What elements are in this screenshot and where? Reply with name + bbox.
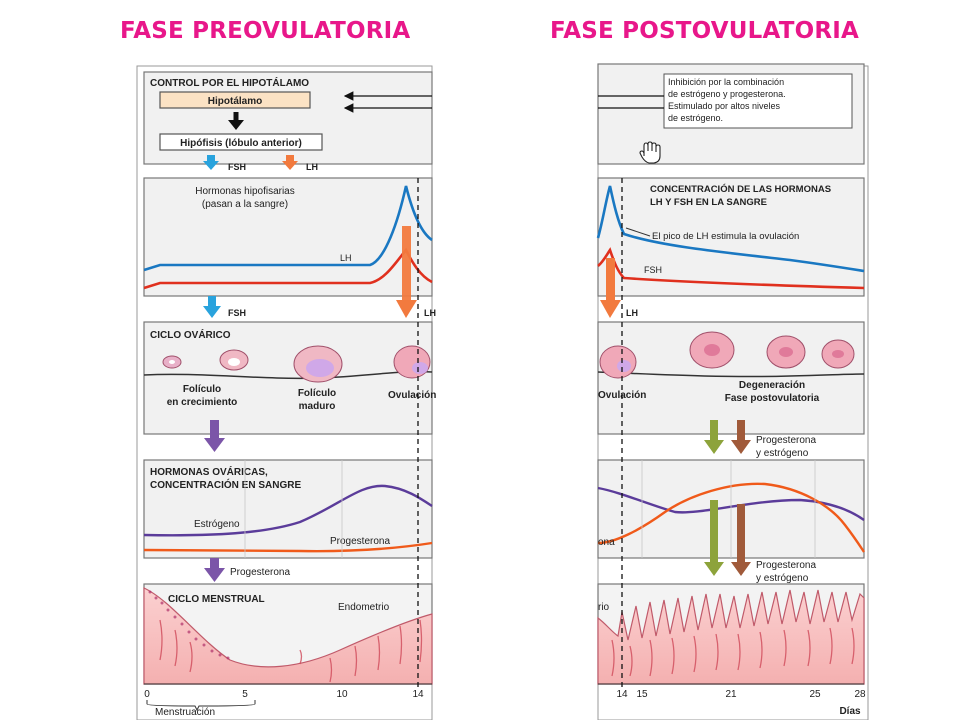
ovarian-cycle-heading: CICLO OVÁRICO — [150, 328, 231, 341]
growing-follicle-label-2: en crecimiento — [167, 397, 238, 408]
ovarian-hormones-heading-2: CONCENTRACIÓN EN SANGRE — [150, 478, 301, 491]
lh-peak-note: El pico de LH estimula la ovulación — [652, 231, 799, 242]
fsh-curve-left — [143, 185, 433, 272]
concentration-heading-1: CONCENTRACIÓN DE LAS HORMONAS — [650, 183, 831, 195]
progesterone-arrow-label: Progesterona — [230, 567, 290, 578]
fsh-curve-right — [596, 185, 865, 273]
lh-curve-right — [597, 247, 865, 290]
endometrium-right — [597, 589, 865, 685]
menstrual-section-right: rio — [597, 583, 865, 685]
brown-arrow-lower-icon — [731, 504, 751, 576]
progesterone-down-arrow-icon — [204, 558, 225, 582]
control-section-left: CONTROL POR EL HIPOTÁLAMO Hipotálamo Hip… — [143, 71, 433, 172]
mature-follicle-label-1: Folículo — [298, 388, 336, 399]
lh-down-arrow-right-icon — [600, 300, 621, 318]
hand-cursor-icon — [639, 141, 661, 164]
progesterone-curve-left — [143, 541, 433, 553]
progesterone-label: Progesterona — [330, 536, 390, 547]
lh-label-top: LH — [306, 162, 318, 172]
fsh-right-label: FSH — [644, 265, 662, 275]
tick-0: 0 — [144, 689, 150, 700]
ovarian-hormones-arrow-label-2: y estrógeno — [756, 573, 809, 584]
inhibition-text-2: de estrógeno y progesterona. — [668, 89, 786, 99]
progesterone-curve-right — [597, 482, 865, 553]
progesterone-fragment-right: ona — [598, 537, 615, 548]
menstrual-heading: CICLO MENSTRUAL — [168, 594, 265, 605]
title-postovulatory: FASE POSTOVULATORIA — [550, 18, 860, 44]
tick-14-left: 14 — [412, 689, 424, 700]
estrogen-label: Estrógeno — [194, 519, 240, 530]
degeneration-label-1: Degeneración — [739, 380, 805, 391]
olive-arrow-icon — [704, 420, 724, 454]
mature-follicle-label-2: maduro — [299, 401, 336, 412]
down-arrow-icon — [228, 120, 244, 130]
ovulating-follicle-right-icon — [599, 345, 637, 379]
ovarian-hormones-heading-1: HORMONAS OVÁRICAS, — [150, 465, 268, 478]
lh-below-label-left: LH — [424, 308, 436, 318]
ovarian-arrow-label-2: y estrógeno — [756, 448, 809, 459]
ovarian-down-arrow-icon — [204, 420, 225, 452]
fsh-down-arrow-icon — [203, 296, 221, 318]
tick-21: 21 — [725, 689, 737, 700]
tick-28: 28 — [854, 689, 866, 700]
ovarian-cycle-section-left: CICLO OVÁRICO Folículo en crecimiento Fo… — [143, 321, 436, 452]
menstrual-section-left: CICLO MENSTRUAL Endometrio — [143, 583, 433, 685]
control-section-right: Inhibición por la combinación de estróge… — [597, 63, 865, 165]
days-axis-left: 0 5 10 14 Menstruación — [144, 683, 432, 718]
lh-arrow-icon — [282, 155, 298, 170]
pituitary-hormones-section-left: Hormonas hipofisarias (pasan a la sangre… — [143, 177, 436, 318]
lh-curve-label: LH — [340, 253, 352, 263]
ovarian-arrow-label-1: Progesterona — [756, 435, 816, 446]
estrogen-curve-left — [143, 484, 433, 537]
ovarian-hormones-section-left: HORMONAS OVÁRICAS, CONCENTRACIÓN EN SANG… — [143, 459, 433, 582]
title-preovulatory: FASE PREOVULATORIA — [120, 18, 411, 44]
days-label: Días — [839, 706, 861, 717]
pituitary-hormones-section-right: CONCENTRACIÓN DE LAS HORMONAS LH Y FSH E… — [596, 177, 865, 318]
tick-5: 5 — [242, 689, 248, 700]
ovarian-hormones-arrow-label-1: Progesterona — [756, 560, 816, 571]
tick-10: 10 — [336, 689, 348, 700]
endometrium-left — [143, 587, 433, 685]
pituitary-label: Hipófisis (lóbulo anterior) — [180, 138, 302, 149]
inhibition-text-3: Estimulado por altos niveles — [668, 101, 781, 111]
ovulating-follicle-icon — [393, 345, 431, 379]
tick-14-right: 14 — [616, 689, 628, 700]
estrogen-curve-right — [597, 486, 865, 521]
growing-follicle-label-1: Folículo — [183, 384, 221, 395]
concentration-heading-2: LH Y FSH EN LA SANGRE — [650, 197, 767, 208]
pituitary-hormones-label-2: (pasan a la sangre) — [202, 199, 288, 210]
control-heading: CONTROL POR EL HIPOTÁLAMO — [150, 76, 309, 89]
olive-arrow-lower-icon — [704, 500, 724, 576]
fsh-below-label: FSH — [228, 308, 246, 318]
inhibition-text-1: Inhibición por la combinación — [668, 77, 784, 87]
inhibition-text-4: de estrógeno. — [668, 113, 723, 123]
ovarian-cycle-section-right: Ovulación Degeneración Fase postovulator… — [597, 321, 865, 459]
left-panel: CONTROL POR EL HIPOTÁLAMO Hipotálamo Hip… — [136, 65, 436, 720]
ovulation-label-left: Ovulación — [388, 390, 436, 401]
tick-15: 15 — [636, 689, 648, 700]
menstruation-label: Menstruación — [155, 707, 215, 718]
pituitary-hormones-label-1: Hormonas hipofisarias — [195, 186, 295, 197]
hypothalamus-label: Hipotálamo — [208, 96, 262, 107]
days-axis-right: 14 15 21 25 28 Días — [598, 683, 866, 717]
lh-down-arrow-icon — [396, 300, 417, 318]
right-panel: Inhibición por la combinación de estróge… — [596, 63, 869, 720]
fsh-arrow-icon — [203, 155, 219, 170]
brown-arrow-icon — [731, 420, 751, 454]
fsh-label-top: FSH — [228, 162, 246, 172]
endometrium-label: Endometrio — [338, 602, 390, 613]
lh-below-label-right: LH — [626, 308, 638, 318]
degeneration-label-2: Fase postovulatoria — [725, 393, 820, 404]
tick-25: 25 — [809, 689, 821, 700]
endometrium-fragment-right: rio — [598, 602, 610, 613]
